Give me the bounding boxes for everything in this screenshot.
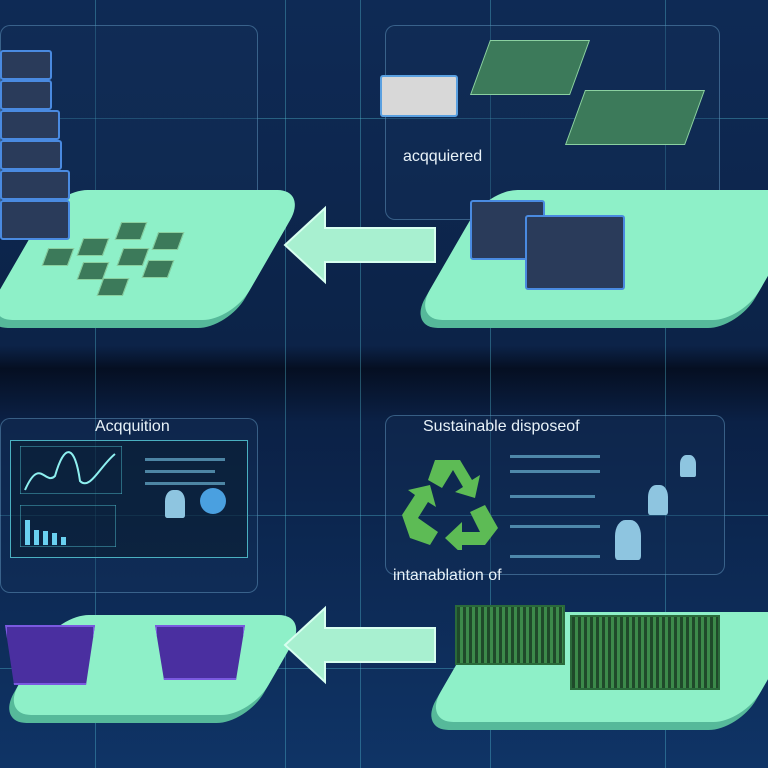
text-line	[510, 455, 600, 458]
cage-icon	[570, 615, 720, 690]
grid-line	[285, 0, 286, 768]
text-line	[510, 555, 600, 558]
server-unit-icon	[380, 75, 458, 117]
disposal-caption: intanablation of	[393, 567, 502, 584]
arrow-left-icon	[283, 205, 436, 285]
grid-line	[360, 0, 361, 768]
text-line	[145, 458, 225, 461]
user-icon	[648, 485, 668, 515]
disposal-title: Sustainable disposeof	[423, 418, 580, 435]
line-chart	[20, 446, 122, 494]
text-line	[510, 525, 600, 528]
arrow-left-icon	[283, 605, 436, 685]
text-line	[145, 470, 215, 473]
user-icon	[680, 455, 696, 477]
text-line	[145, 482, 225, 485]
bin-icon	[155, 625, 245, 680]
bar-chart	[20, 505, 116, 547]
grid-line	[665, 0, 666, 768]
acquisition-title: Acqquition	[95, 418, 170, 435]
pie-icon	[200, 488, 226, 514]
circuit-board-icon	[564, 90, 706, 145]
grid-line	[0, 118, 768, 119]
user-icon	[165, 490, 185, 518]
text-line	[510, 470, 600, 473]
grid-line	[0, 515, 768, 516]
grid-line	[490, 0, 491, 768]
grid-line	[95, 0, 96, 768]
bin-icon	[5, 625, 95, 685]
grid-line	[0, 668, 768, 669]
acquired-label: acqquiered	[403, 148, 483, 165]
circuit-board-icon	[469, 40, 591, 95]
user-icon	[615, 520, 641, 560]
cage-icon	[455, 605, 565, 665]
recycle-icon	[402, 460, 498, 550]
text-line	[510, 495, 595, 498]
